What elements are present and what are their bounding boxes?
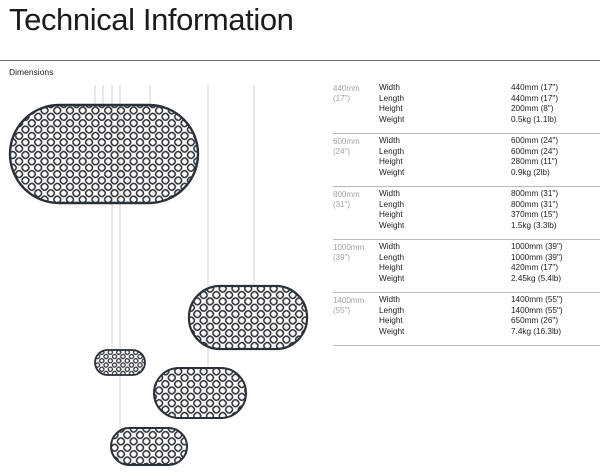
spec-row-weight: Weight 2.45kg (5.4lb) [379, 274, 600, 285]
size-label: 1000mm(39") [333, 243, 364, 263]
size-mm: 800mm [333, 190, 360, 199]
title-divider [0, 60, 600, 61]
spec-value: 1000mm (39") [511, 242, 563, 251]
spec-row-length: Length 1000mm (39") [379, 253, 600, 264]
spec-label: Length [379, 252, 405, 262]
spec-label: Height [379, 104, 403, 113]
spec-label: Height [379, 263, 403, 272]
spec-row-length: Length 440mm (17") [379, 94, 600, 105]
size-mm: 1400mm [333, 296, 365, 305]
spec-label: Length [379, 93, 405, 103]
size-mm: 1000mm [333, 243, 365, 252]
lamp-1000 [187, 284, 309, 351]
size-mm: 600mm [333, 137, 360, 146]
spec-group-800mm: 800mm(31") Width 800mm (31") Length 800mm (3… [333, 187, 600, 240]
spec-value: 440mm (17") [511, 83, 559, 92]
spec-value: 280mm (11") [511, 157, 558, 166]
spec-label: Width [379, 295, 400, 304]
size-inch: (55") [333, 306, 351, 315]
size-inch: (17") [333, 94, 351, 103]
spec-value: 370mm (15") [511, 210, 559, 219]
spec-group-440mm: 440mm(17") Width 440mm (17") Length 440mm (1… [333, 81, 600, 134]
spec-value: 1000mm (39") [511, 252, 563, 262]
spec-row-weight: Weight 7.4kg (16.3lb) [379, 327, 600, 338]
spec-label: Length [379, 146, 405, 156]
lamp-440 [94, 349, 146, 376]
spec-value: 800mm (31") [511, 199, 559, 209]
spec-value: 600mm (24") [511, 146, 559, 156]
spec-row-width: Width 800mm (31") [379, 189, 600, 200]
lamp-1400 [8, 103, 200, 205]
spec-value: 7.4kg (16.3lb) [511, 326, 562, 336]
spec-value: 600mm (24") [511, 136, 559, 145]
size-inch: (31") [333, 200, 351, 209]
spec-row-height: Height 370mm (15") [379, 210, 600, 221]
spec-row-length: Length 600mm (24") [379, 147, 600, 158]
size-inch: (39") [333, 253, 351, 262]
spec-row-weight: Weight 1.5kg (3.3lb) [379, 221, 600, 232]
spec-group-600mm: 600mm(24") Width 600mm (24") Length 600mm (2… [333, 134, 600, 187]
section-subtitle: Dimensions [9, 67, 54, 77]
spec-row-height: Height 280mm (11") [379, 157, 600, 168]
spec-label: Length [379, 199, 405, 209]
size-label: 600mm(24") [333, 137, 360, 157]
spec-value: 0.5kg (1.1lb) [511, 114, 557, 124]
spec-label: Weight [379, 326, 405, 336]
spec-row-height: Height 650mm (26") [379, 316, 600, 327]
spec-label: Width [379, 189, 400, 198]
spec-label: Width [379, 242, 400, 251]
spec-label: Width [379, 83, 400, 92]
spec-label: Weight [379, 167, 405, 177]
spec-group-1000mm: 1000mm(39") Width 1000mm (39") Length 1000mm… [333, 240, 600, 293]
spec-value: 1400mm (55") [511, 295, 563, 304]
spec-row-width: Width 1400mm (55") [379, 295, 600, 306]
spec-value: 650mm (26") [511, 316, 559, 325]
spec-label: Height [379, 316, 403, 325]
size-label: 1400mm(55") [333, 296, 364, 316]
size-label: 800mm(31") [333, 190, 360, 210]
spec-value: 420mm (17") [511, 263, 559, 272]
spec-row-weight: Weight 0.5kg (1.1lb) [379, 115, 600, 126]
spec-value: 200mm (8") [511, 104, 554, 113]
spec-label: Weight [379, 220, 405, 230]
spec-row-width: Width 1000mm (39") [379, 242, 600, 253]
size-label: 440mm(17") [333, 84, 360, 104]
spec-value: 800mm (31") [511, 189, 559, 198]
size-mm: 440mm [333, 84, 360, 93]
spec-value: 0.9kg (2lb) [511, 167, 550, 177]
spec-label: Height [379, 210, 403, 219]
pendant-lamps-illustration [8, 85, 309, 466]
page-title: Technical Information [9, 2, 294, 37]
spec-row-height: Height 200mm (8") [379, 104, 600, 115]
spec-group-1400mm: 1400mm(55") Width 1400mm (55") Length 1400mm… [333, 293, 600, 346]
spec-row-width: Width 440mm (17") [379, 83, 600, 94]
lamp-600 [110, 427, 188, 466]
spec-label: Weight [379, 114, 405, 124]
spec-row-length: Length 1400mm (55") [379, 306, 600, 317]
spec-row-width: Width 600mm (24") [379, 136, 600, 147]
spec-value: 1.5kg (3.3lb) [511, 220, 557, 230]
spec-label: Weight [379, 273, 405, 283]
size-inch: (24") [333, 147, 351, 156]
spec-label: Length [379, 305, 405, 315]
spec-value: 1400mm (55") [511, 305, 563, 315]
spec-row-height: Height 420mm (17") [379, 263, 600, 274]
lamp-800 [153, 367, 247, 419]
spec-label: Width [379, 136, 400, 145]
spec-row-length: Length 800mm (31") [379, 200, 600, 211]
spec-label: Height [379, 157, 403, 166]
specs-table: 440mm(17") Width 440mm (17") Length 440mm (1… [333, 81, 600, 346]
spec-value: 2.45kg (5.4lb) [511, 273, 562, 283]
spec-row-weight: Weight 0.9kg (2lb) [379, 168, 600, 179]
spec-value: 440mm (17") [511, 93, 559, 103]
